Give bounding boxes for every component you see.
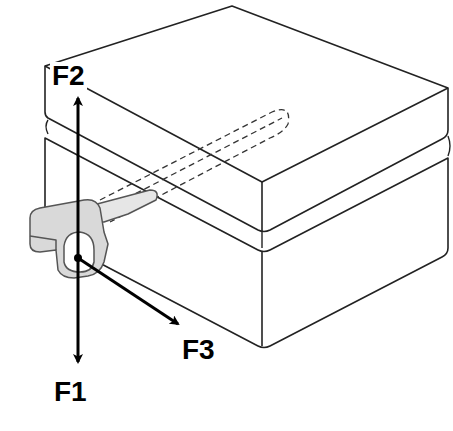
force-label: F3	[180, 336, 217, 364]
force-label: F2	[50, 62, 87, 90]
force-label: F1	[52, 378, 89, 406]
